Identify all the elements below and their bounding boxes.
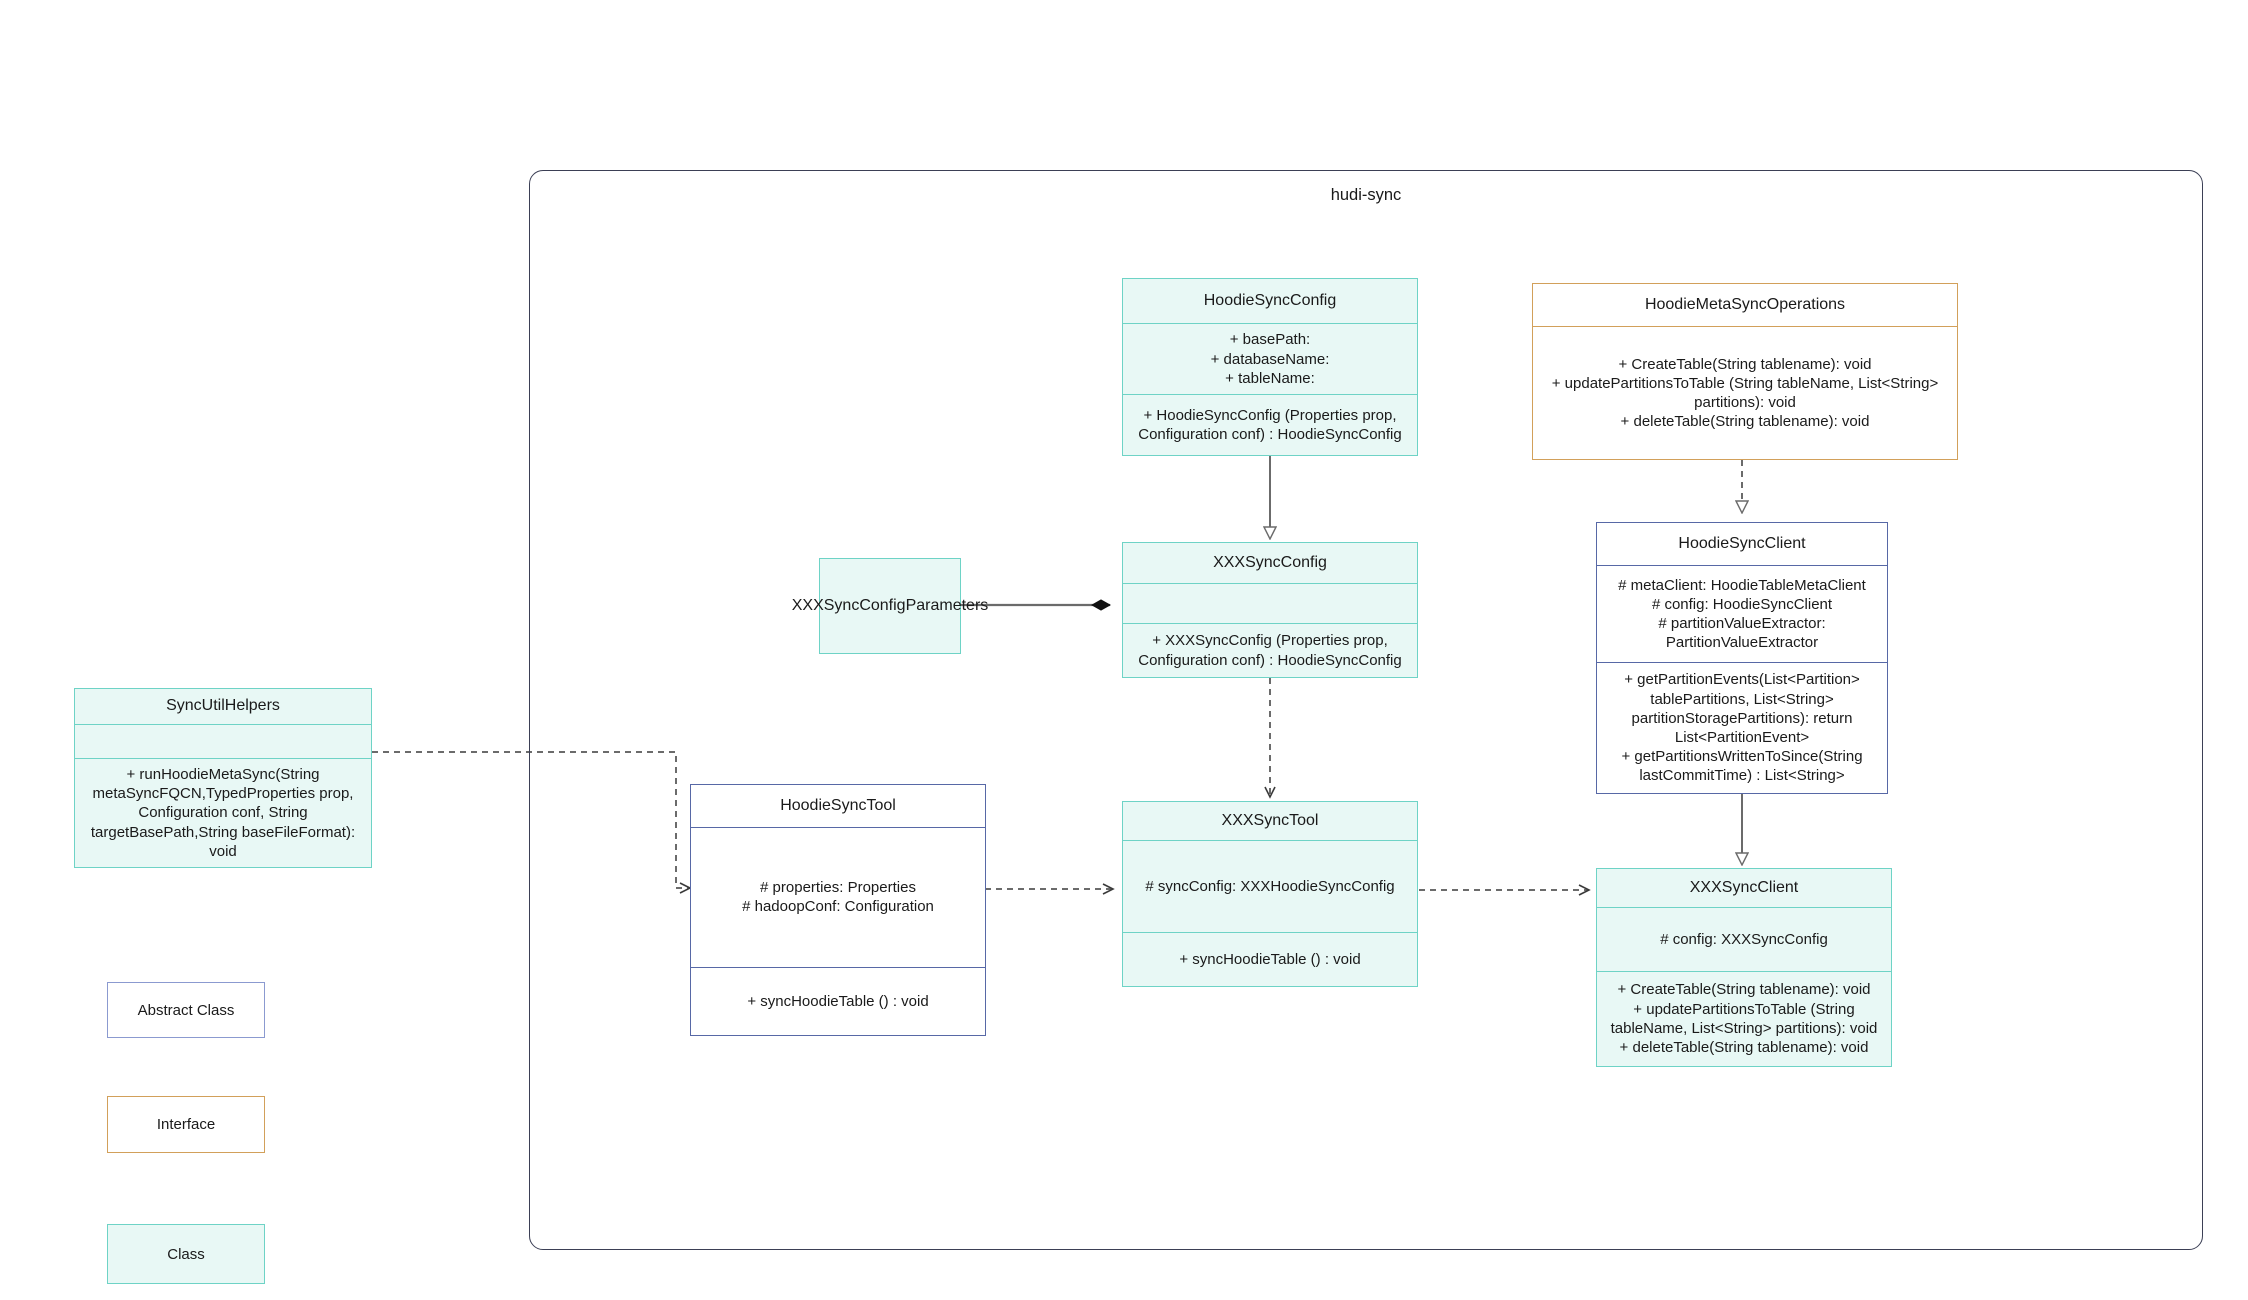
class-attributes <box>1123 583 1417 623</box>
class-attributes: + basePath: + databaseName: + tableName: <box>1123 323 1417 394</box>
class-title: XXXSyncClient <box>1689 879 1799 896</box>
class-attributes <box>75 723 371 758</box>
class-title: XXXSyncConfig <box>1213 554 1327 571</box>
class-methods: + CreateTable(String tablename): void + … <box>1597 970 1891 1066</box>
abstract-class-hoodie-sync-client[interactable]: HoodieSyncClient # metaClient: HoodieTab… <box>1596 522 1888 794</box>
legend-class: Class <box>107 1224 265 1284</box>
class-title: HoodieSyncClient <box>1678 535 1806 552</box>
class-attributes: # syncConfig: XXXHoodieSyncConfig <box>1123 840 1417 932</box>
interface-hoodie-meta-sync-operations[interactable]: HoodieMetaSyncOperations + CreateTable(S… <box>1532 283 1958 460</box>
legend-abstract-class: Abstract Class <box>107 982 265 1038</box>
class-hoodie-sync-config[interactable]: HoodieSyncConfig + basePath: + databaseN… <box>1122 278 1418 456</box>
package-hudi-sync: hudi-sync <box>529 170 2203 1250</box>
class-attributes: # properties: Properties # hadoopConf: C… <box>691 827 985 967</box>
interface-methods: + CreateTable(String tablename): void + … <box>1533 326 1957 459</box>
class-methods: + syncHoodieTable () : void <box>1123 931 1417 986</box>
interface-title: HoodieMetaSyncOperations <box>1644 296 1846 313</box>
class-methods: + XXXSyncConfig (Properties prop, Config… <box>1123 623 1417 677</box>
class-xxx-sync-client[interactable]: XXXSyncClient # config: XXXSyncConfig + … <box>1596 868 1892 1067</box>
legend-interface: Interface <box>107 1096 265 1153</box>
class-attributes: # metaClient: HoodieTableMetaClient # co… <box>1597 565 1887 662</box>
legend-class-label: Class <box>167 1245 205 1263</box>
class-attributes: # config: XXXSyncConfig <box>1597 907 1891 971</box>
class-title: XXXSyncTool <box>1221 812 1319 829</box>
abstract-class-hoodie-sync-tool[interactable]: HoodieSyncTool # properties: Properties … <box>690 784 986 1036</box>
class-title: SyncUtilHelpers <box>166 697 280 715</box>
class-sync-util-helpers[interactable]: SyncUtilHelpers + runHoodieMetaSync(Stri… <box>74 688 372 868</box>
class-title: HoodieSyncTool <box>780 797 896 814</box>
class-title: HoodieSyncConfig <box>1203 292 1337 309</box>
class-methods: + runHoodieMetaSync(String metaSyncFQCN,… <box>75 758 371 867</box>
class-title: XXXSyncConfigParameters <box>791 597 989 614</box>
package-title: hudi-sync <box>1330 186 1402 204</box>
legend-interface-label: Interface <box>156 1116 216 1133</box>
class-methods: + HoodieSyncConfig (Properties prop, Con… <box>1123 394 1417 455</box>
class-xxx-sync-tool[interactable]: XXXSyncTool # syncConfig: XXXHoodieSyncC… <box>1122 801 1418 987</box>
class-xxx-sync-config-parameters[interactable]: XXXSyncConfigParameters <box>791 558 989 654</box>
legend-abstract-class-label: Abstract Class <box>137 1001 235 1019</box>
class-xxx-sync-config[interactable]: XXXSyncConfig + XXXSyncConfig (Propertie… <box>1122 542 1418 678</box>
class-methods: + syncHoodieTable () : void <box>691 966 985 1035</box>
class-methods: + getPartitionEvents(List<Partition> tab… <box>1597 661 1887 793</box>
